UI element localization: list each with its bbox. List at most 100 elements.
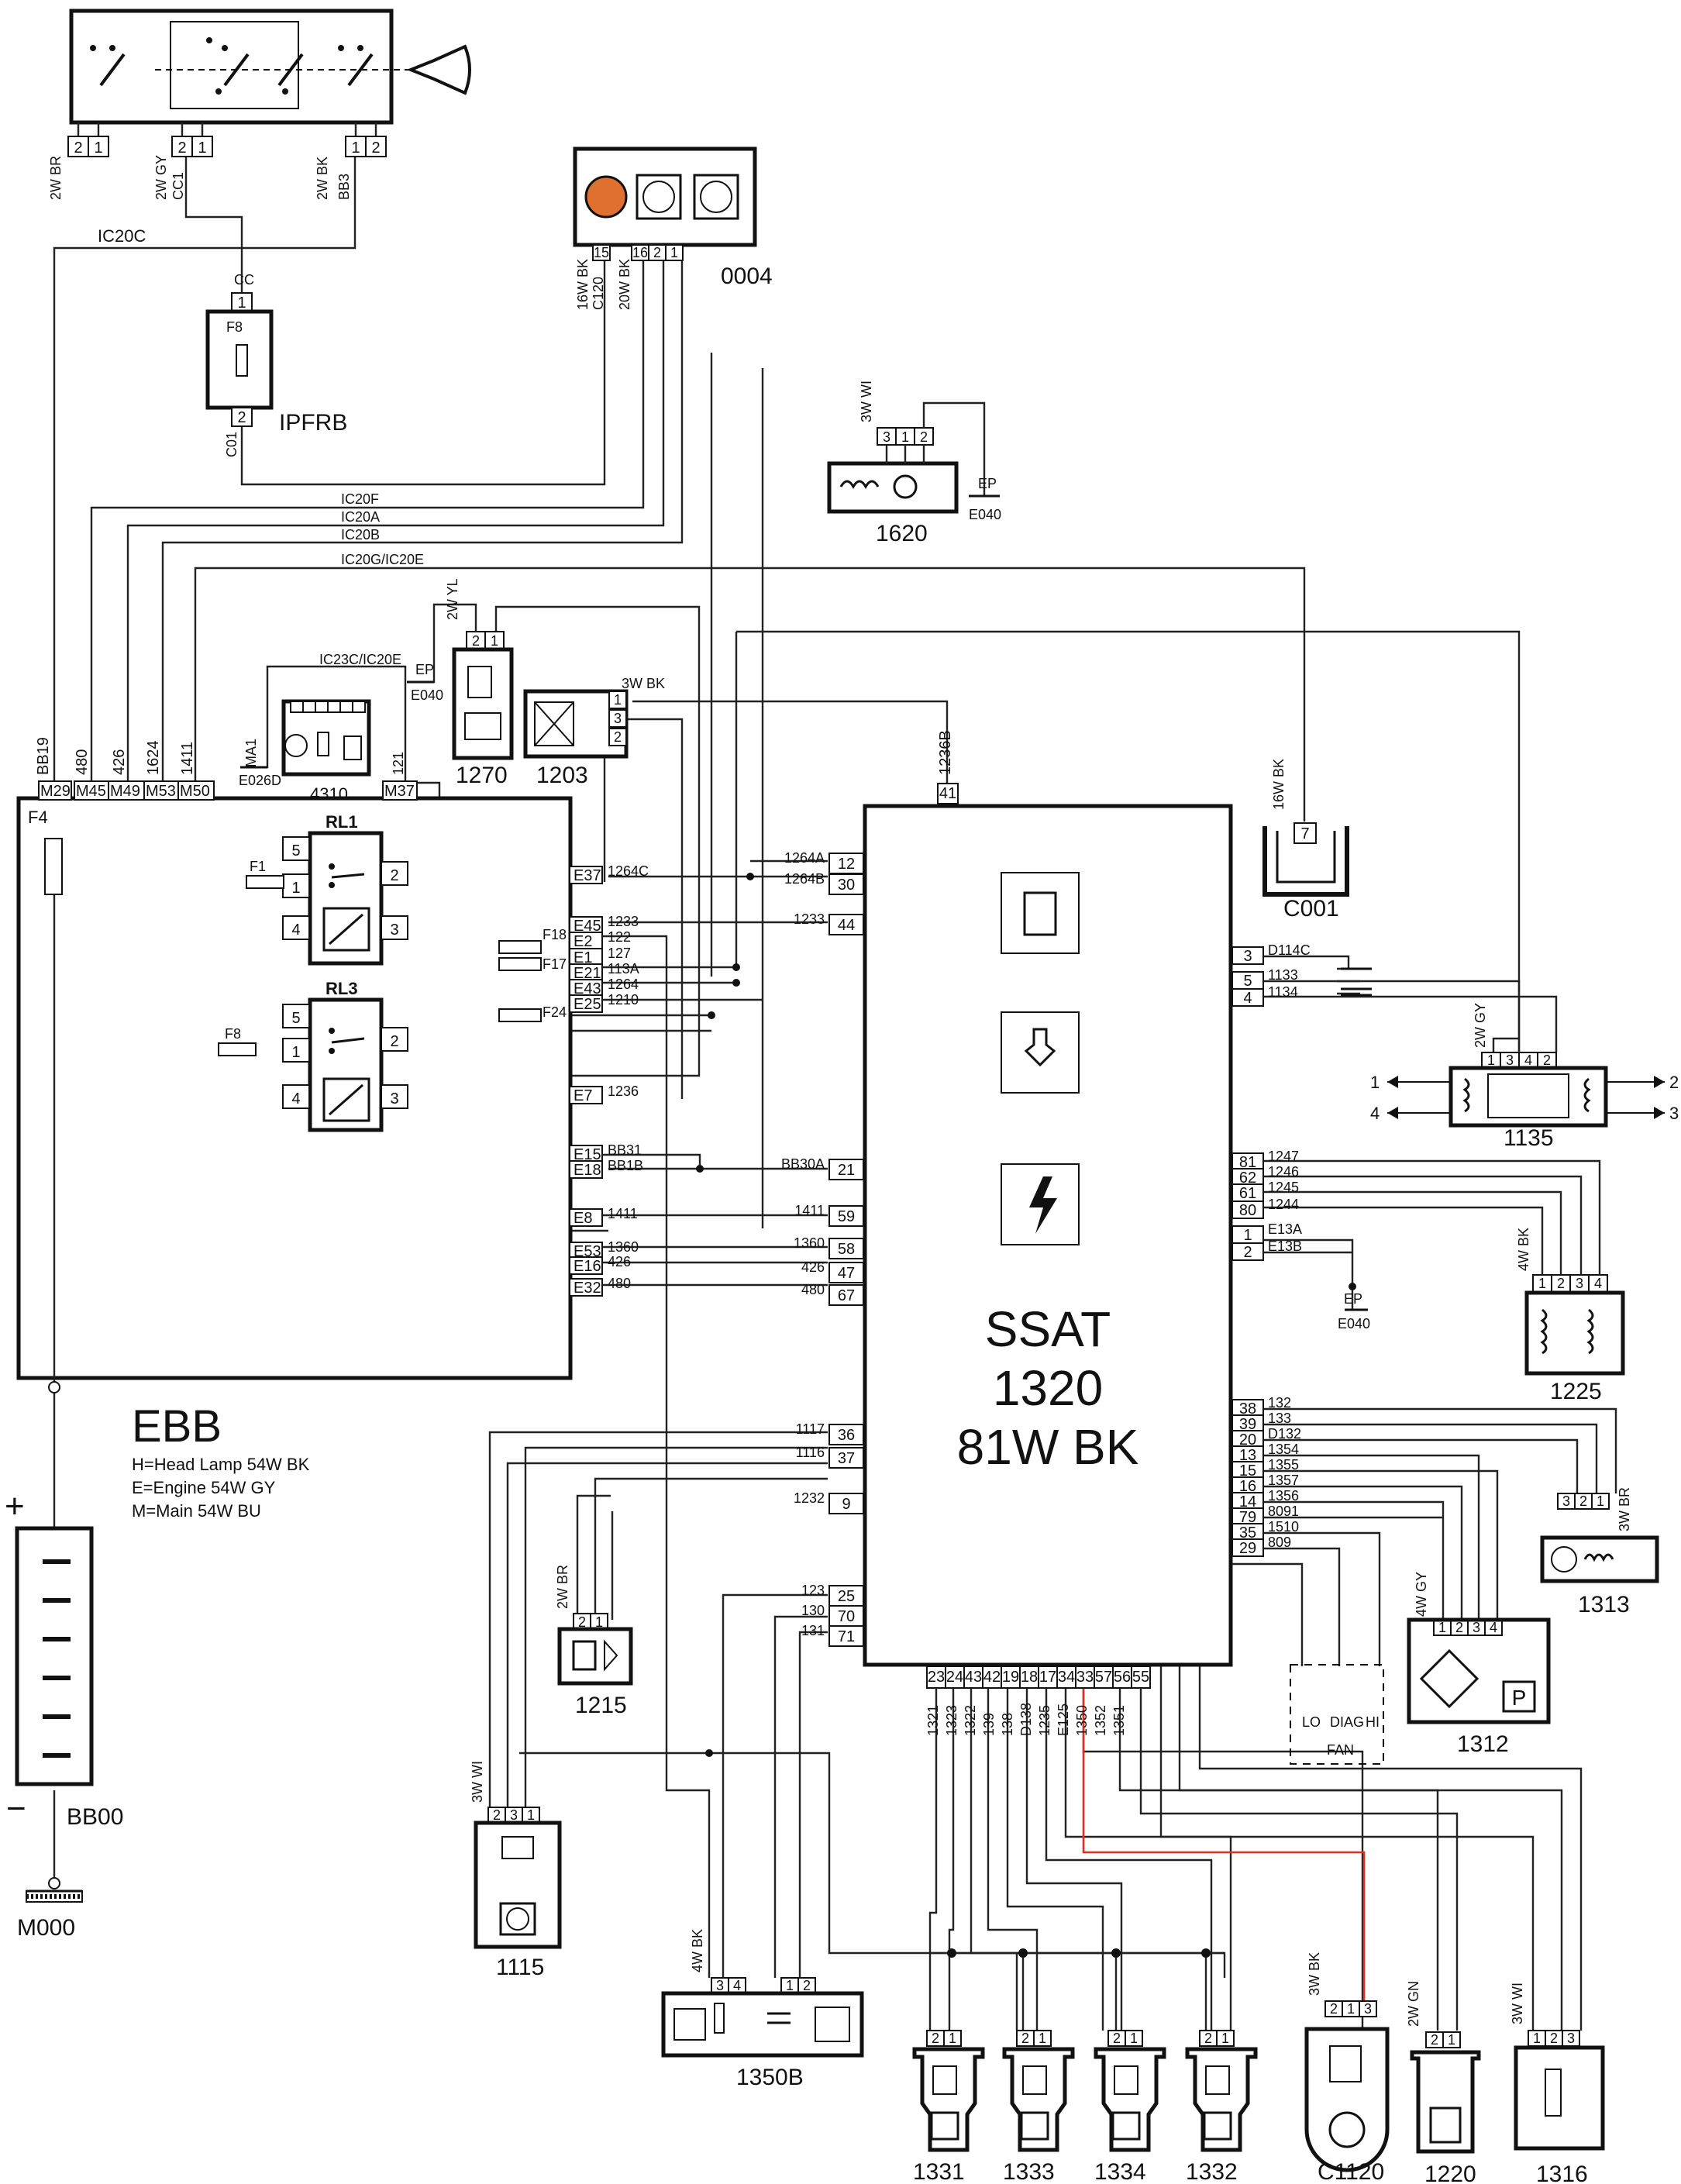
svg-text:2: 2 — [1543, 1052, 1551, 1068]
label-ic20c: IC20C — [98, 226, 146, 246]
ipfrb-label: IPFRB — [279, 410, 347, 436]
ecu-wire-label: 809 — [1268, 1535, 1291, 1550]
ecu-pin — [1131, 1666, 1151, 1689]
label-c1120: C1120 — [1318, 2159, 1384, 2184]
label-1203: 1203 — [536, 763, 588, 788]
svg-text:3: 3 — [1364, 2001, 1372, 2017]
ecu-wire-label: 123 — [801, 1583, 825, 1598]
ebb-top-connectors — [38, 780, 418, 801]
ecu-ssat — [863, 783, 1233, 1667]
wire-ic20c — [53, 186, 357, 798]
ebb-pin-label: E25 — [574, 996, 601, 1013]
label-c001: C001 — [1283, 896, 1339, 921]
label-cc: CC — [234, 272, 254, 288]
label-m000: M000 — [17, 1915, 75, 1941]
component-1215: 2 1 — [557, 1613, 633, 1686]
fan-pin-lo: LO — [1302, 1714, 1321, 1730]
ecu-pin — [828, 873, 864, 895]
ecu-pin-label: 61 — [1239, 1185, 1256, 1202]
label-ic20b: IC20B — [341, 527, 380, 543]
ecu-wire-label: 480 — [801, 1282, 825, 1297]
ipfrb-fuse-box: 1 2 — [205, 292, 274, 427]
label-1313: 1313 — [1578, 1592, 1630, 1617]
ground-label: E040 — [411, 687, 443, 703]
label-ep: EP — [978, 476, 997, 491]
ecu-pin-label: 71 — [838, 1628, 855, 1645]
ecu-pin-label: 20 — [1239, 1431, 1256, 1449]
ecu-pin-label: 36 — [838, 1427, 855, 1444]
ebb-pin — [569, 1278, 603, 1297]
component-1115: 2 3 1 — [474, 1807, 562, 1949]
svg-text:2: 2 — [1204, 2031, 1212, 2046]
svg-text:4: 4 — [733, 1978, 741, 1993]
ecu-wire-label: 1264A — [784, 850, 825, 866]
motor-icon — [284, 734, 308, 757]
label-p: P — [1512, 1686, 1527, 1710]
svg-text:1: 1 — [1538, 1276, 1546, 1291]
ebb-legend-h: H=Head Lamp 54W BK — [132, 1455, 310, 1474]
svg-text:1: 1 — [1130, 2031, 1138, 2046]
trans-pin-2: 2 — [1669, 1073, 1679, 1092]
svg-text:2: 2 — [1021, 2031, 1029, 2046]
injector-icon — [930, 2111, 959, 2141]
ecu-pin — [1231, 988, 1264, 1007]
component-1203: 1 3 2 — [523, 689, 629, 759]
ecu-wire-label: 1133 — [1268, 967, 1298, 983]
svg-text:2: 2 — [237, 409, 246, 426]
svg-text:2: 2 — [1557, 1276, 1565, 1291]
ecu-left-connectors: 121264A301264B44123321BB30A5914115813604… — [781, 850, 864, 1647]
fuse-f4-label: F4 — [28, 808, 48, 827]
ecu-wire-label: 1246 — [1268, 1164, 1299, 1180]
ecu-pin-label: 5 — [1243, 973, 1252, 990]
wire-ic23c — [266, 665, 407, 783]
fuse-f17-label: F17 — [543, 956, 567, 972]
label-ic20g: IC20G/IC20E — [341, 552, 424, 567]
label-cc1: CC1 — [171, 172, 186, 200]
svg-text:1: 1 — [670, 245, 678, 260]
ecu-wire-label: 1233 — [794, 911, 825, 927]
ebb-pin-label: E7 — [574, 1087, 592, 1104]
ecu-pin-label: 44 — [838, 917, 855, 934]
component-1316: 1 2 3 — [1514, 2030, 1605, 2151]
ecu-pin-41: 41 — [939, 785, 956, 802]
fan-box — [1290, 1664, 1384, 1765]
ecu-pin — [1038, 1666, 1058, 1689]
ecu-pin — [1075, 1666, 1095, 1689]
svg-text:3: 3 — [1576, 1276, 1583, 1291]
ecu-pin — [945, 1666, 965, 1689]
ecu-pin-label: 1 — [1243, 1227, 1252, 1244]
injector-label: 1333 — [1003, 2159, 1055, 2184]
svg-text:3: 3 — [390, 921, 398, 939]
ecu-pin — [828, 1238, 864, 1259]
svg-text:1: 1 — [527, 1807, 535, 1823]
ebb-wire-label: 1264 — [608, 977, 639, 992]
label-3w-bk: 3W BK — [622, 676, 665, 691]
ebb-pin-label: E16 — [574, 1258, 601, 1275]
ecu-pin-label: 62 — [1239, 1170, 1256, 1187]
ecu-pin-label: 39 — [1239, 1416, 1256, 1433]
ebb-pin-m50: M50 — [180, 783, 210, 800]
ecu-pin-label: 55 — [1132, 1669, 1149, 1686]
gauge-icon — [642, 181, 675, 213]
component-1220: 2 1 — [1410, 2031, 1481, 2154]
injector-label: 1331 — [913, 2159, 965, 2184]
injector-icon — [1111, 2111, 1141, 2141]
svg-text:2: 2 — [653, 245, 661, 260]
ecu-wire-label: 426 — [801, 1259, 825, 1275]
wire-ic20a — [126, 259, 665, 798]
ebb-pin-m45: M45 — [76, 783, 106, 800]
ecu-wire-label: 1352 — [1093, 1705, 1108, 1736]
wire-426-label: 426 — [111, 749, 128, 775]
ecu-wire-label: E125 — [1056, 1703, 1071, 1736]
svg-text:1: 1 — [1039, 2031, 1046, 2046]
ecu-pin-label: 42 — [983, 1669, 1001, 1686]
ebb-wire-label: 426 — [608, 1254, 631, 1269]
ecu-wire-label: 1356 — [1268, 1488, 1299, 1504]
svg-text:3: 3 — [390, 1090, 398, 1108]
svg-text:3: 3 — [883, 429, 890, 445]
svg-text:3: 3 — [614, 711, 622, 726]
ecu-pin — [828, 1284, 864, 1306]
label-3w-wi-1115: 3W WI — [470, 1761, 485, 1803]
svg-text:5: 5 — [291, 842, 300, 859]
